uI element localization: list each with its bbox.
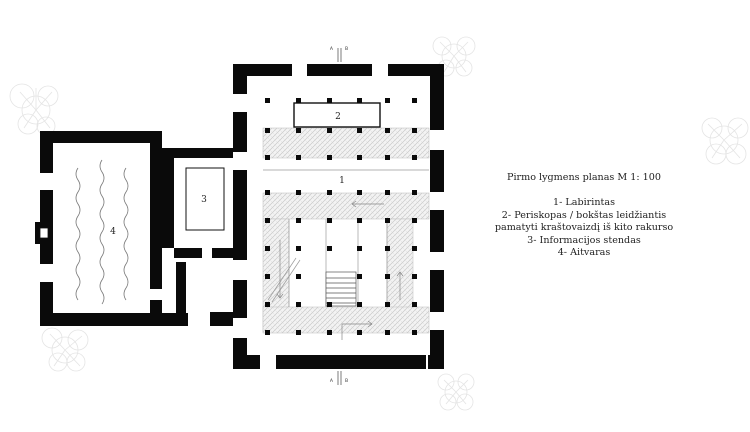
tree-top-left bbox=[9, 83, 59, 136]
periscope-outline bbox=[293, 102, 381, 128]
columns bbox=[265, 98, 417, 335]
section-marker-top-a: A bbox=[330, 46, 334, 52]
legend-title: Pirmo lygmens planas M 1: 100 bbox=[507, 172, 661, 183]
room-label-4: 4 bbox=[110, 227, 116, 237]
legend-item-1: 1- Labirintas bbox=[552, 197, 616, 209]
direction-arrows bbox=[276, 200, 404, 340]
decorative-trees bbox=[9, 36, 749, 411]
legend-item-3: 3- Informacijos stendas bbox=[527, 234, 641, 246]
kite-waves bbox=[75, 159, 129, 305]
legend-item-4: 4- Aitvaras bbox=[557, 247, 611, 259]
stair bbox=[325, 271, 357, 307]
tree-bottom-left bbox=[41, 327, 89, 372]
legend: Pirmo lygmens planas M 1: 100 1- Labirin… bbox=[478, 172, 690, 259]
room-label-2: 2 bbox=[335, 112, 341, 122]
section-marker-bottom-b: B bbox=[345, 378, 348, 384]
section-marker-top: A B bbox=[330, 46, 348, 62]
section-marker-top-b: B bbox=[345, 46, 348, 52]
info-stand-outline bbox=[185, 167, 225, 231]
legend-item-2: 2- Periskopas / bokštas leidžiantis bbox=[501, 209, 667, 221]
legend-item-2-continued: pamatyti kraštovaizdį iš kito rakurso bbox=[494, 222, 674, 234]
tree-right bbox=[701, 117, 749, 165]
tree-bottom-right bbox=[437, 373, 475, 411]
walls bbox=[35, 64, 444, 369]
section-marker-bottom-a: A bbox=[330, 378, 334, 384]
room-label-1: 1 bbox=[339, 176, 345, 186]
labyrinth-walkways bbox=[262, 127, 430, 334]
room-label-3: 3 bbox=[201, 195, 207, 205]
tree-top-right bbox=[432, 36, 476, 77]
section-marker-bottom: A B bbox=[330, 371, 348, 385]
entrance-mark bbox=[39, 227, 49, 239]
